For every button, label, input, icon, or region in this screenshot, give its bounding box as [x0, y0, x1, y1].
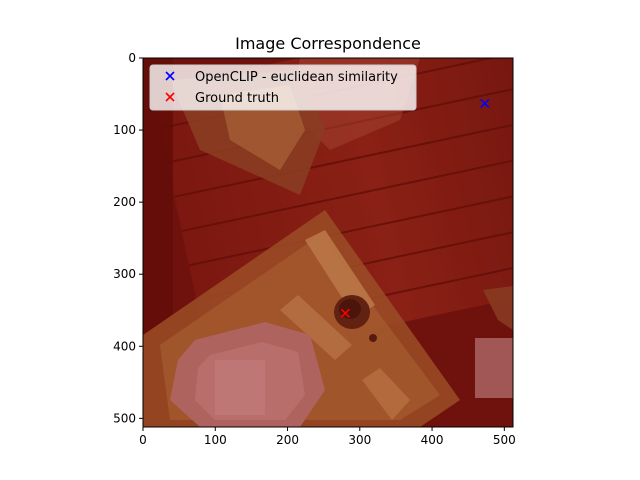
- y-tick-label: 300: [113, 267, 136, 281]
- y-tick-label: 200: [113, 195, 136, 209]
- plot-area-frame: [142, 57, 514, 428]
- x-tick-label: 400: [421, 433, 444, 447]
- y-tick-label: 500: [113, 411, 136, 425]
- y-tick-label: 100: [113, 123, 136, 137]
- x-tick-label: 0: [139, 433, 147, 447]
- x-tick-label: 300: [348, 433, 371, 447]
- legend-label-1: Ground truth: [195, 91, 279, 106]
- legend-marker-red: [165, 92, 175, 102]
- data-point-series-1: [340, 308, 350, 318]
- x-tick-label: 100: [204, 433, 227, 447]
- x-tick-label: 200: [276, 433, 299, 447]
- x-tick-label: 500: [493, 433, 516, 447]
- y-tick-label: 400: [113, 339, 136, 353]
- y-tick-label: 0: [128, 51, 136, 65]
- legend: OpenCLIP - euclidean similarity Ground t…: [149, 64, 417, 111]
- data-points: [340, 98, 490, 318]
- data-point-series-0: [480, 98, 490, 108]
- legend-label-0: OpenCLIP - euclidean similarity: [195, 70, 398, 85]
- chart-title: Image Correspondence: [235, 34, 421, 53]
- legend-marker-blue: [165, 71, 175, 81]
- legend-box: [149, 64, 417, 111]
